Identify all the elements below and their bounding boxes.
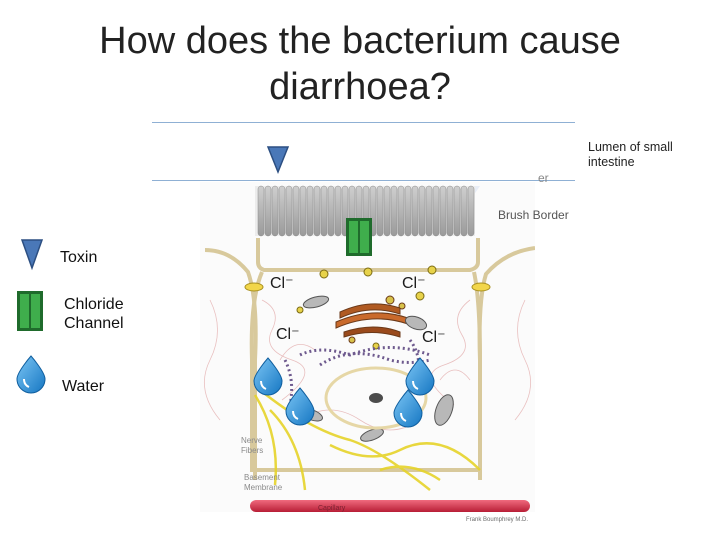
water-drop-icon (393, 389, 423, 428)
legend-chloride-channel-icon (17, 291, 43, 331)
microvillus (278, 185, 286, 237)
microvillus (446, 185, 454, 237)
basement-membrane-label-line1: Basement (244, 473, 281, 482)
cropped-label-fragment: er (538, 171, 549, 185)
microvillus (285, 185, 293, 237)
microvillus (404, 185, 412, 237)
slide-title: How does the bacterium cause diarrhoea? (0, 18, 720, 110)
title-line-2: diarrhoea? (269, 66, 451, 108)
microvillus (376, 185, 384, 237)
microvillus (257, 185, 265, 237)
water-drop-icon (405, 357, 435, 396)
chloride-ion: Cl⁻ (276, 326, 300, 343)
microvillus (271, 185, 279, 237)
title-line-1: How does the bacterium cause (99, 20, 621, 62)
legend-toxin-icon (20, 239, 44, 271)
legend-water-drop-icon (16, 355, 46, 394)
lumen-bottom-line (152, 180, 575, 181)
microvillus (439, 185, 447, 237)
chloride-channel-icon (346, 218, 372, 256)
microvillus (383, 185, 391, 237)
vesicles (296, 265, 437, 350)
brush-border-label: Brush Border (498, 208, 569, 222)
nerve-fibers-label-line1: Nerve (241, 436, 263, 445)
tight-junction-right (471, 282, 491, 292)
microvillus (299, 185, 307, 237)
microvillus (306, 185, 314, 237)
microvillus (411, 185, 419, 237)
legend-toxin-label: Toxin (60, 249, 98, 266)
microvillus (320, 185, 328, 237)
legend-water-label: Water (62, 378, 105, 395)
microvillus (334, 185, 342, 237)
nerve-fibers-label-line2: Fibers (241, 446, 263, 455)
legend-chloride-line2: Channel (64, 315, 124, 332)
author-credit: Frank Boumphrey M.D. (466, 517, 528, 523)
basement-membrane-label-line2: Membrane (244, 483, 283, 492)
legend-chloride-line1: Chloride (64, 296, 124, 313)
toxin-icon (266, 146, 290, 175)
microvillus (425, 185, 433, 237)
water-drop-icon (285, 387, 315, 426)
capillary (250, 500, 530, 512)
chloride-ion: Cl⁻ (270, 275, 294, 292)
lumen-top-line (152, 122, 575, 123)
microvillus (390, 185, 398, 237)
capillary-label: Capillary (318, 505, 346, 512)
microvillus (292, 185, 300, 237)
water-drop-icon (253, 357, 283, 396)
microvillus (460, 185, 468, 237)
microvillus (313, 185, 321, 237)
lumen-label: Lumen of small intestine (588, 140, 673, 169)
microvillus (467, 185, 475, 237)
microvillus (453, 185, 461, 237)
chloride-ion: Cl⁻ (402, 275, 426, 292)
golgi-apparatus (335, 295, 409, 344)
microvillus (264, 185, 272, 237)
legend-chloride-channel-label: Chloride Channel (64, 295, 124, 333)
microvillus (432, 185, 440, 237)
microvillus (418, 185, 426, 237)
microvillus (327, 185, 335, 237)
tight-junction-left (244, 282, 264, 292)
chloride-ion: Cl⁻ (422, 329, 446, 346)
microvillus (397, 185, 405, 237)
nucleus (324, 366, 428, 430)
